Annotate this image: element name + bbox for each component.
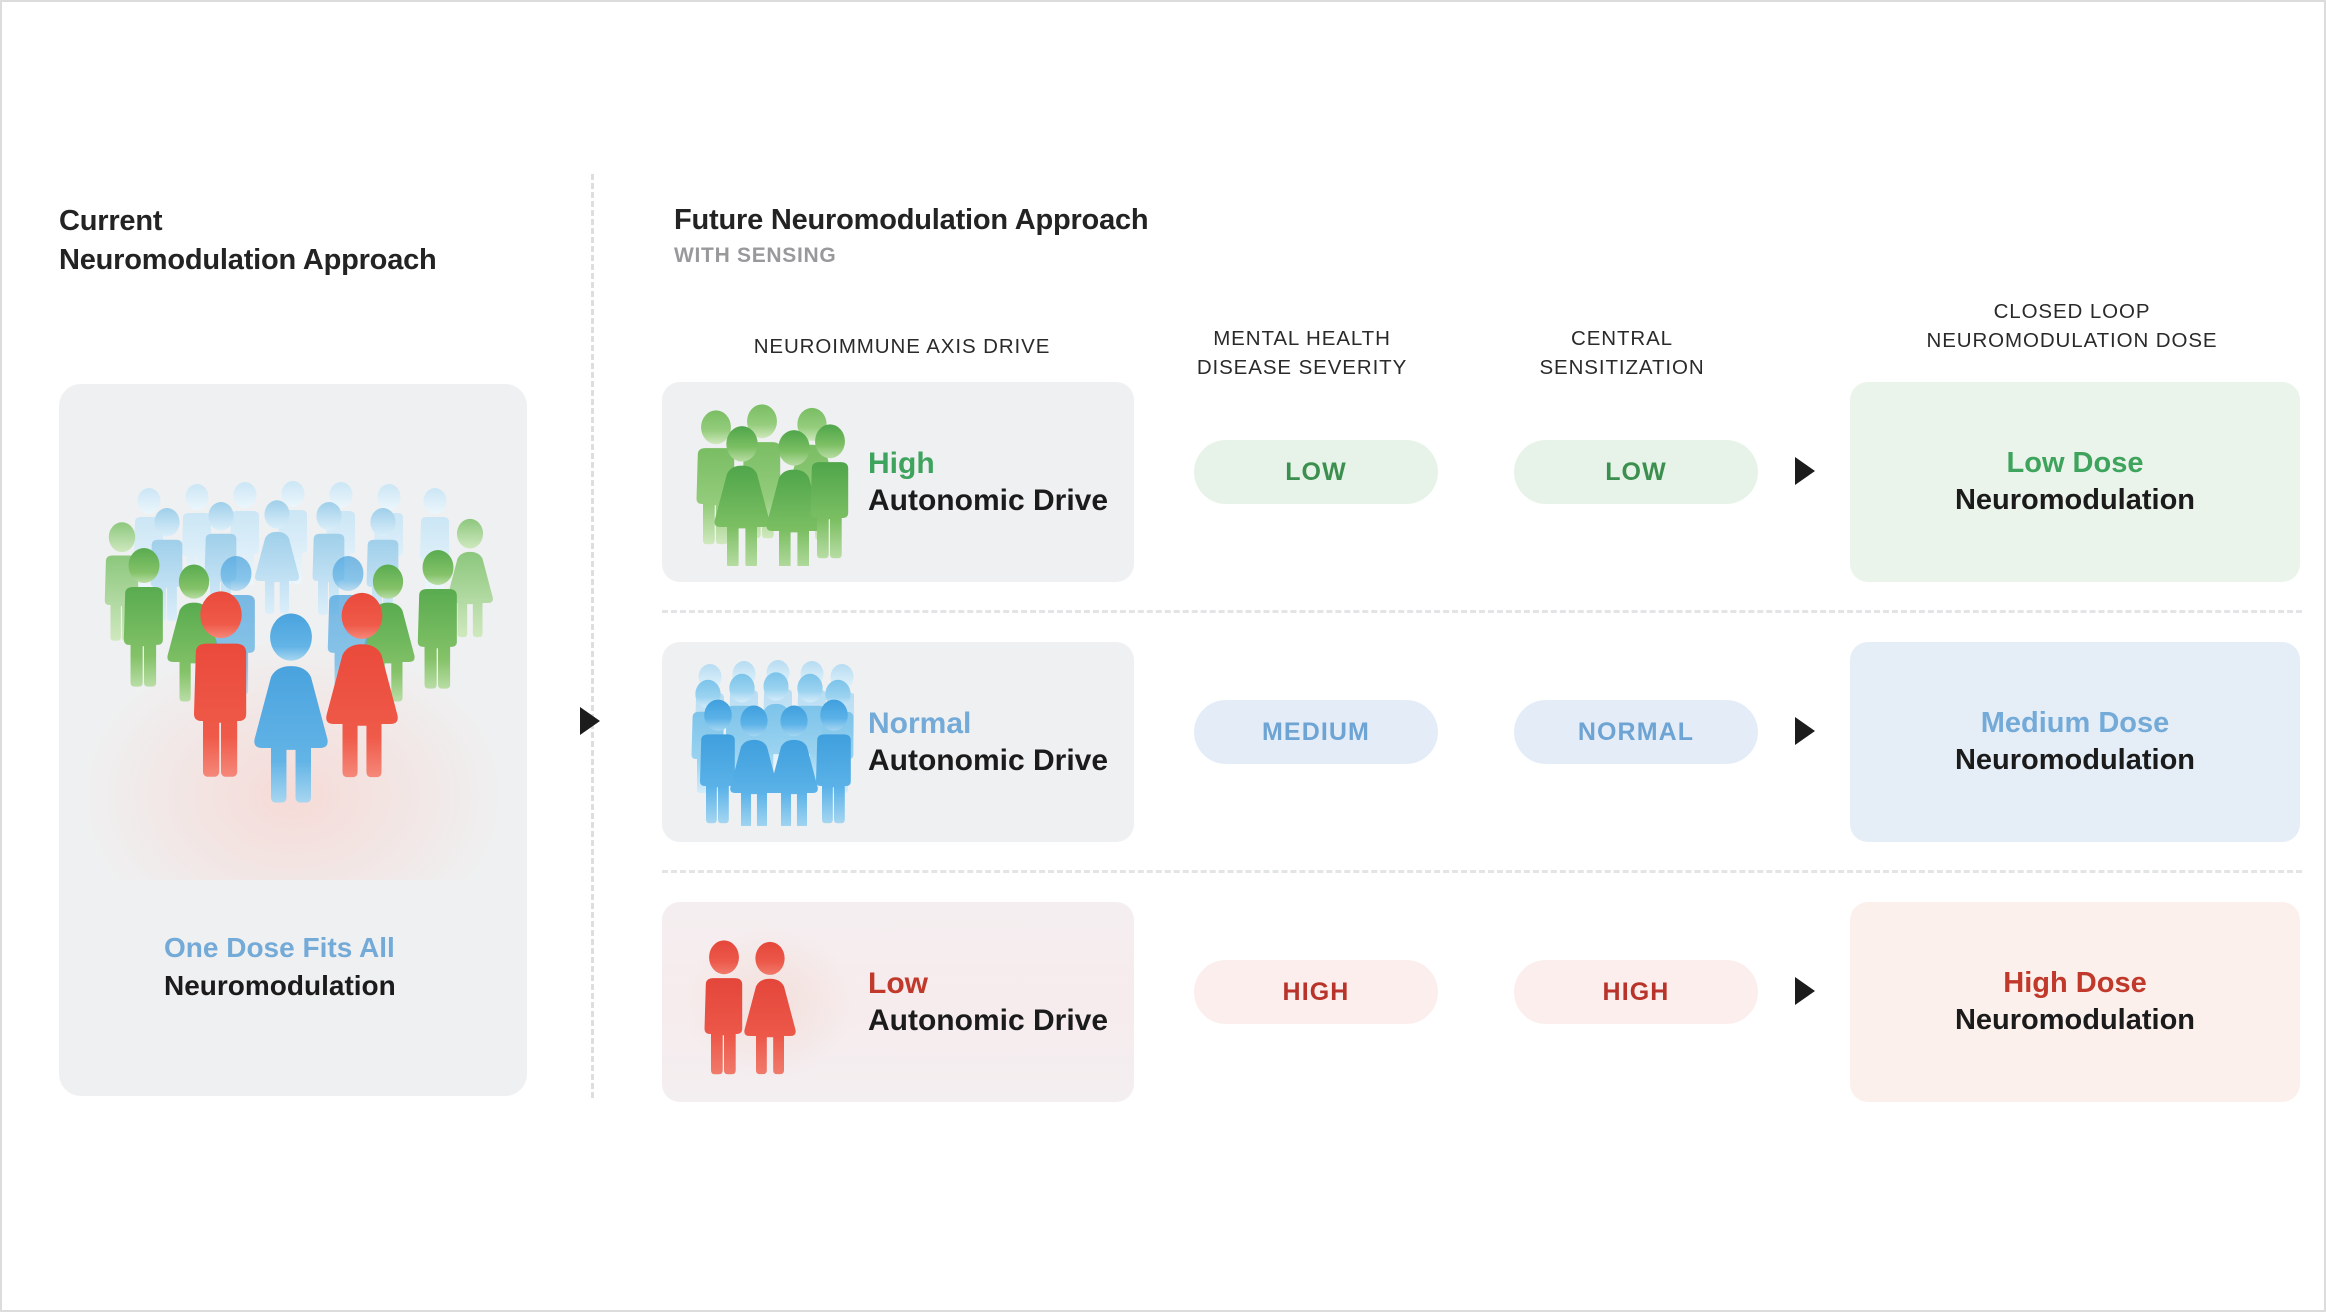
column-header-neuroimmune-axis-drive: NEUROIMMUNE AXIS DRIVE xyxy=(753,335,1051,358)
drive-text: Normal Autonomic Drive xyxy=(868,705,1108,780)
closed-loop-dose-card: Low Dose Neuromodulation xyxy=(1850,382,2300,582)
column-header-line1: MENTAL HEALTH xyxy=(1213,327,1391,350)
drive-text: Low Autonomic Drive xyxy=(868,965,1108,1040)
future-approach-subtitle: WITH SENSING xyxy=(674,244,837,267)
drive-level: Normal xyxy=(868,706,972,740)
drive-card: High Autonomic Drive xyxy=(662,382,1134,582)
mental-health-severity-badge: MEDIUM xyxy=(1194,700,1438,764)
drive-level: High xyxy=(868,446,935,480)
central-sensitization-badge: LOW xyxy=(1514,440,1758,504)
triangle-right-icon xyxy=(580,707,600,735)
column-header-line1: CLOSED LOOP xyxy=(1993,300,2151,323)
dose-level: Low Dose xyxy=(2006,446,2144,479)
column-header-mental-health-disease-severity: MENTAL HEALTH DISEASE SEVERITY xyxy=(1162,324,1442,382)
dose-level: High Dose xyxy=(2003,966,2147,999)
drive-card: Low Autonomic Drive xyxy=(662,902,1134,1102)
row-separator xyxy=(662,610,2302,613)
central-sensitization-badge: HIGH xyxy=(1514,960,1758,1024)
green-group-icon xyxy=(684,398,854,566)
table-row: High Autonomic Drive LOW LOW Low Dose Ne… xyxy=(2,382,2324,582)
current-approach-card: One Dose Fits All Neuromodulation xyxy=(59,384,527,1096)
triangle-right-icon xyxy=(1795,717,1815,745)
table-row: Normal Autonomic Drive MEDIUM NORMAL Med… xyxy=(2,642,2324,842)
red-pair-icon xyxy=(684,918,854,1086)
table-row: Low Autonomic Drive HIGH HIGH High Dose … xyxy=(2,902,2324,1102)
dose-name: Neuromodulation xyxy=(1954,1004,2196,1036)
drive-card: Normal Autonomic Drive xyxy=(662,642,1134,842)
current-approach-title-line2: Neuromodulation Approach xyxy=(59,243,437,276)
current-approach-header: Current Neuromodulation Approach xyxy=(59,202,529,279)
dose-name: Neuromodulation xyxy=(1954,484,2196,516)
central-sensitization-badge: NORMAL xyxy=(1514,700,1758,764)
drive-name: Autonomic Drive xyxy=(868,744,1109,777)
column-header-line1: CENTRAL xyxy=(1571,327,1673,350)
future-approach-title: Future Neuromodulation Approach xyxy=(674,204,1149,236)
closed-loop-dose-card: High Dose Neuromodulation xyxy=(1850,902,2300,1102)
drive-text: High Autonomic Drive xyxy=(868,445,1108,520)
vertical-dashed-divider xyxy=(591,174,594,1098)
dose-name: Neuromodulation xyxy=(1954,744,2196,776)
mental-health-severity-badge: LOW xyxy=(1194,440,1438,504)
current-approach-caption: One Dose Fits All Neuromodulation xyxy=(59,929,527,1005)
future-approach-header: Future Neuromodulation Approach WITH SEN… xyxy=(674,204,1149,268)
column-header-line2: NEUROMODULATION DOSE xyxy=(1926,329,2218,353)
drive-name: Autonomic Drive xyxy=(868,484,1109,517)
row-separator xyxy=(662,870,2302,873)
current-caption-main: Neuromodulation xyxy=(164,969,396,1001)
dose-level: Medium Dose xyxy=(1980,706,2170,739)
triangle-right-icon xyxy=(1795,457,1815,485)
column-header-line2: SENSITIZATION xyxy=(1539,356,1705,380)
drive-name: Autonomic Drive xyxy=(868,1004,1109,1037)
column-header-central-sensitization: CENTRAL SENSITIZATION xyxy=(1482,324,1762,382)
triangle-right-icon xyxy=(1795,977,1815,1005)
current-caption-accent: One Dose Fits All xyxy=(164,932,395,963)
mixed-crowd-icon xyxy=(59,460,527,880)
column-header-closed-loop-neuromodulation-dose: CLOSED LOOP NEUROMODULATION DOSE xyxy=(1847,297,2297,355)
mental-health-severity-badge: HIGH xyxy=(1194,960,1438,1024)
drive-level: Low xyxy=(868,966,928,1000)
blue-group-icon xyxy=(684,658,854,826)
column-header-line2: DISEASE SEVERITY xyxy=(1196,356,1408,380)
current-approach-title-line1: Current xyxy=(59,205,163,237)
closed-loop-dose-card: Medium Dose Neuromodulation xyxy=(1850,642,2300,842)
